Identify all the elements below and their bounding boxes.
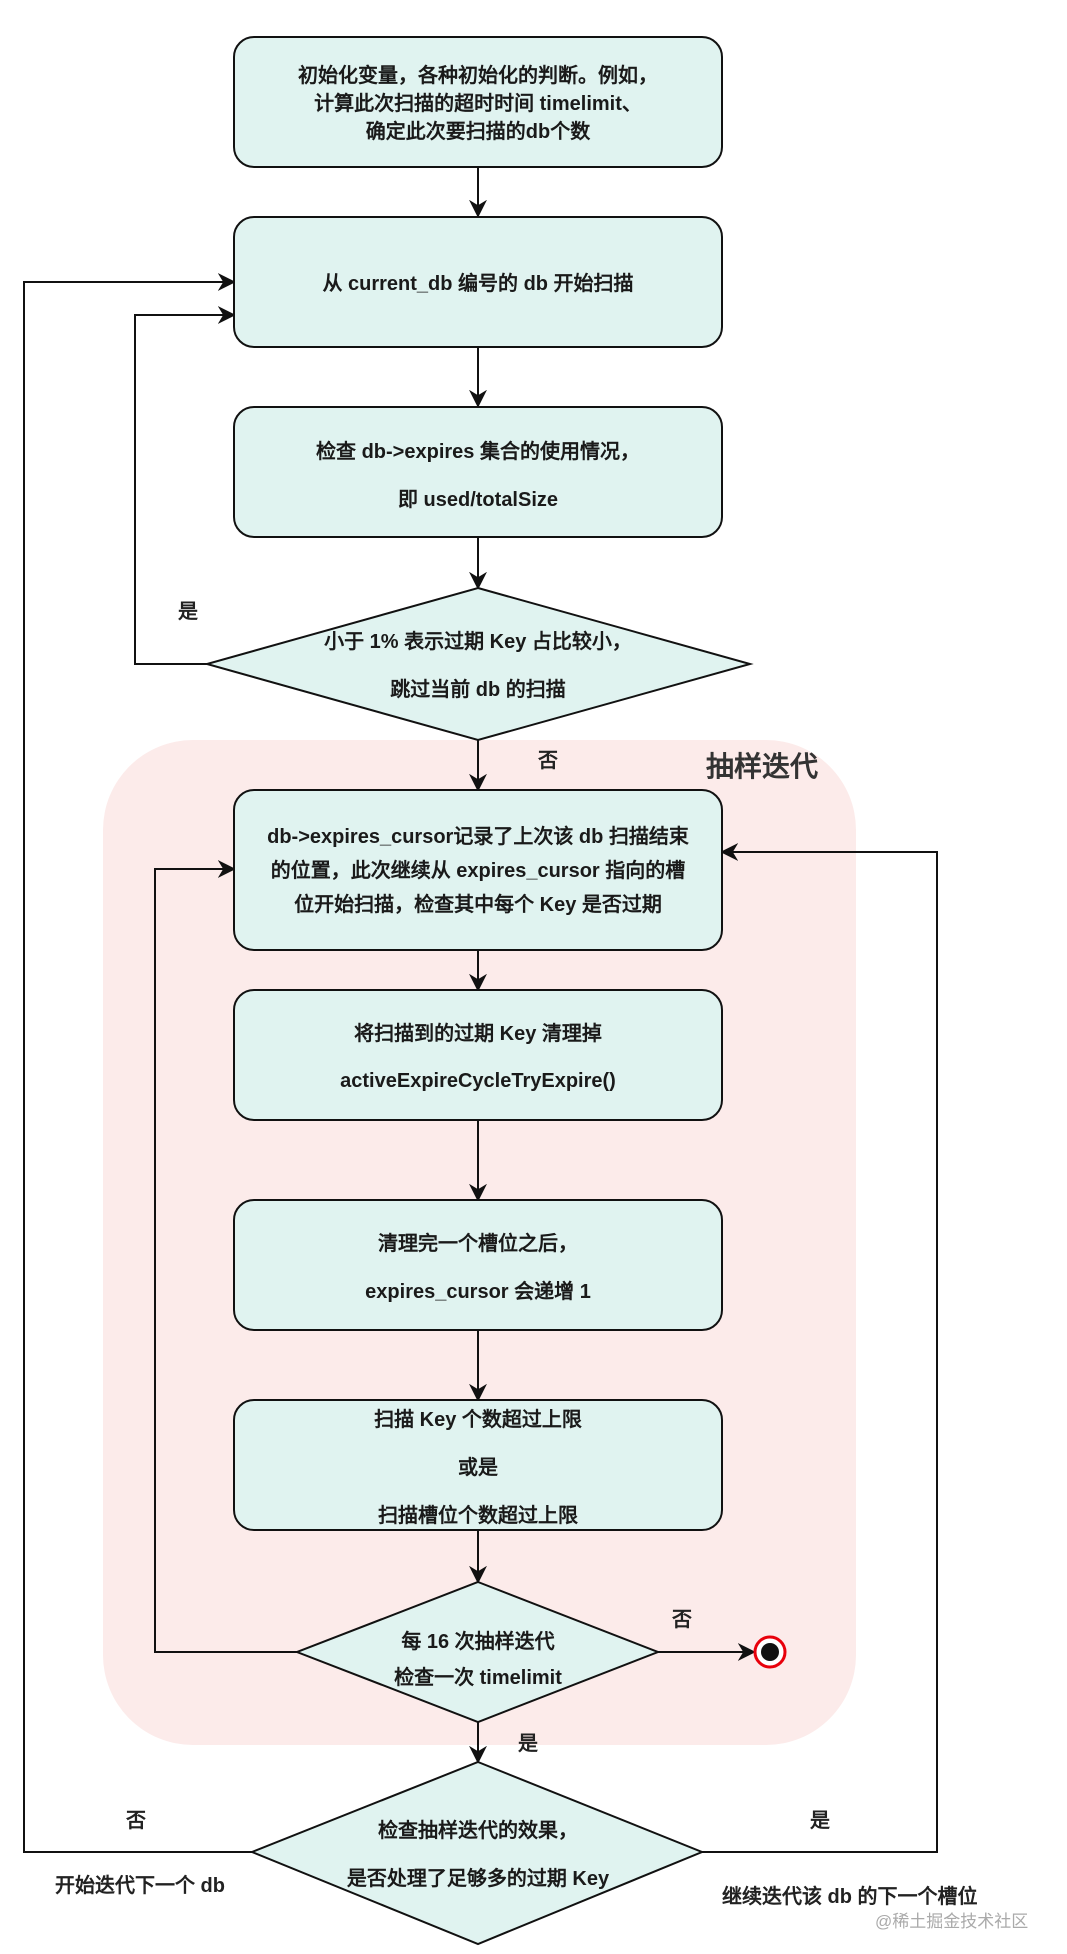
- decision-ratio-line-2: 跳过当前 db 的扫描: [390, 677, 566, 701]
- end-marker: [753, 1635, 787, 1669]
- edge-effect-yes: [702, 843, 938, 1853]
- watermark: @稀土掘金技术社区: [875, 1912, 1028, 1931]
- decision-timelimit-line-1: 每 16 次抽样迭代: [401, 1629, 554, 1653]
- decision-effect: 检查抽样迭代的效果， 是否处理了足够多的过期 Key: [249, 1760, 705, 1946]
- node-check-usage-line-2: 即 used/totalSize: [398, 489, 558, 511]
- node-limit-check: 扫描 Key 个数超过上限 或是 扫描槽位个数超过上限: [233, 1399, 723, 1531]
- label-timelimit-yes: 是: [517, 1732, 538, 1755]
- node-check-usage-line-1: 检查 db->expires 集合的使用情况，: [316, 439, 640, 463]
- node-scan-start: 从 current_db 编号的 db 开始扫描: [233, 216, 723, 348]
- edge-ratio-yes-loop: [134, 306, 236, 665]
- label-effect-no: 否: [125, 1810, 146, 1832]
- node-check-usage: 检查 db->expires 集合的使用情况， 即 used/totalSize: [233, 406, 723, 538]
- decision-effect-line-2: 是否处理了足够多的过期 Key: [346, 1866, 610, 1890]
- node-cursor-scan: db->expires_cursor记录了上次该 db 扫描结束 的位置，此次继…: [233, 789, 723, 951]
- node-cursor-scan-line-3: 位开始扫描，检查其中每个 Key 是否过期: [294, 892, 662, 916]
- decision-timelimit: 每 16 次抽样迭代 检查一次 timelimit: [294, 1580, 661, 1724]
- group-title: 抽样迭代: [706, 750, 818, 782]
- node-init-line-3: 确定此次要扫描的db个数: [366, 119, 591, 143]
- label-effect-yes: 是: [809, 1809, 830, 1832]
- label-ratio-yes: 是: [177, 600, 198, 623]
- node-cursor-scan-line-1: db->expires_cursor记录了上次该 db 扫描结束: [267, 824, 690, 848]
- node-init: 初始化变量，各种初始化的判断。例如， 计算此次扫描的超时时间 timelimit…: [233, 36, 723, 168]
- node-cursor-scan-line-2: 的位置，此次继续从 expires_cursor 指向的槽: [271, 858, 686, 882]
- label-ratio-no: 否: [537, 750, 558, 772]
- edge-effect-no: [23, 273, 252, 1853]
- edges: [23, 168, 938, 1853]
- annotation-next-db: 开始迭代下一个 db: [55, 1873, 225, 1897]
- decision-effect-line-1: 检查抽样迭代的效果，: [378, 1818, 578, 1842]
- node-limit-check-line-3: 扫描槽位个数超过上限: [378, 1503, 578, 1527]
- node-clean-expired-line-1: 将扫描到的过期 Key 清理掉: [354, 1021, 602, 1045]
- annotation-next-slot: 继续迭代该 db 的下一个槽位: [722, 1884, 978, 1908]
- node-cursor-increment-line-2: expires_cursor 会递增 1: [365, 1279, 591, 1303]
- node-clean-expired: 将扫描到的过期 Key 清理掉 activeExpireCycleTryExpi…: [233, 989, 723, 1121]
- node-init-line-1: 初始化变量，各种初始化的判断。例如，: [298, 63, 658, 87]
- node-limit-check-line-2: 或是: [458, 1455, 498, 1479]
- node-limit-check-line-1: 扫描 Key 个数超过上限: [374, 1407, 582, 1431]
- decision-timelimit-line-2: 检查一次 timelimit: [394, 1665, 562, 1689]
- node-cursor-increment-line-1: 清理完一个槽位之后，: [378, 1231, 578, 1255]
- decision-ratio: 小于 1% 表示过期 Key 占比较小， 跳过当前 db 的扫描: [203, 586, 754, 742]
- decision-ratio-line-1: 小于 1% 表示过期 Key 占比较小，: [324, 629, 632, 653]
- edge-timelimit-loop: [154, 860, 297, 1653]
- node-scan-start-line-1: 从 current_db 编号的 db 开始扫描: [322, 271, 633, 295]
- node-cursor-increment: 清理完一个槽位之后， expires_cursor 会递增 1: [233, 1199, 723, 1331]
- label-timelimit-no: 否: [671, 1609, 692, 1631]
- node-clean-expired-line-2: activeExpireCycleTryExpire(): [340, 1070, 616, 1092]
- node-init-line-2: 计算此次扫描的超时时间 timelimit、: [314, 91, 642, 115]
